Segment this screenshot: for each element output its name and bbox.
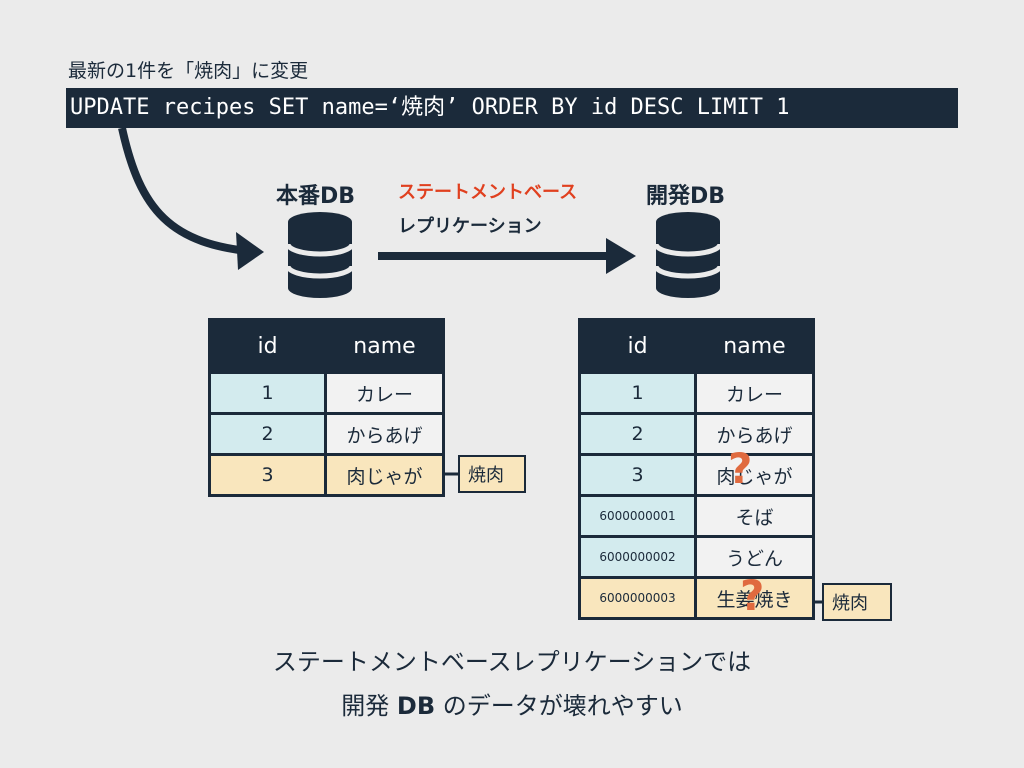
table-row: 1 カレー (578, 371, 815, 415)
table-header-row: id name (578, 318, 815, 374)
id-cell: 6000000002 (578, 535, 697, 579)
column-header: name (694, 318, 815, 374)
dev-table: id name 1 カレー 2 からあげ 3 肉じゃが 6000000001 そ… (578, 318, 815, 620)
table-row: 6000000001 そば (578, 494, 815, 538)
name-cell: からあげ (694, 412, 815, 456)
name-cell: 肉じゃが (324, 453, 445, 497)
bottom-message-line2: 開発 DB のデータが壊れやすい (0, 684, 1024, 728)
replication-label: ステートメントベース レプリケーション (398, 176, 577, 244)
question-mark-icon: ? (728, 444, 753, 493)
name-cell: カレー (694, 371, 815, 415)
question-mark-icon: ? (740, 571, 765, 620)
replication-label-line2: レプリケーション (398, 216, 542, 237)
name-cell: うどん (694, 535, 815, 579)
replication-label-line1: ステートメントベース (398, 182, 578, 203)
prod-update-tag: 焼肉 (458, 455, 526, 493)
table-row-updated: 3 肉じゃが (208, 453, 445, 497)
prod-db-label: 本番DB (276, 184, 356, 209)
id-cell: 1 (208, 371, 327, 415)
name-cell: カレー (324, 371, 445, 415)
table-header-row: id name (208, 318, 445, 374)
id-cell: 6000000003 (578, 576, 697, 620)
bottom-line2-post: のデータが壊れやすい (435, 692, 683, 720)
sql-statement: UPDATE recipes SET name=‘焼肉’ ORDER BY id… (66, 88, 958, 128)
id-cell: 3 (208, 453, 327, 497)
name-cell: そば (694, 494, 815, 538)
column-header: name (324, 318, 445, 374)
id-cell: 1 (578, 371, 697, 415)
table-row: 2 からあげ (578, 412, 815, 456)
column-header: id (578, 318, 697, 374)
table-row: 3 肉じゃが (578, 453, 815, 497)
id-cell: 6000000001 (578, 494, 697, 538)
name-cell: 生姜焼き (694, 576, 815, 620)
id-cell: 3 (578, 453, 697, 497)
bottom-message-line1: ステートメントベースレプリケーションでは (272, 648, 752, 676)
table-row: 1 カレー (208, 371, 445, 415)
curved-arrow (118, 127, 259, 256)
id-cell: 2 (208, 412, 327, 456)
dev-update-tag: 焼肉 (822, 583, 892, 621)
curved-arrow-head (236, 232, 264, 270)
dev-db-label: 開発DB (646, 184, 726, 209)
bottom-line2-db: DB (396, 692, 436, 720)
name-cell: からあげ (324, 412, 445, 456)
id-cell: 2 (578, 412, 697, 456)
database-icon-dev (653, 212, 723, 298)
database-icon-prod (285, 212, 355, 298)
column-header: id (208, 318, 327, 374)
bottom-line2-pre: 開発 (341, 692, 397, 720)
caption-top: 最新の1件を「焼肉」に変更 (68, 60, 309, 82)
table-row-updated: 6000000003 生姜焼き (578, 576, 815, 620)
table-row: 2 からあげ (208, 412, 445, 456)
table-row: 6000000002 うどん (578, 535, 815, 579)
prod-table: id name 1 カレー 2 からあげ 3 肉じゃが (208, 318, 445, 497)
name-cell: 肉じゃが (694, 453, 815, 497)
replication-arrow-head (606, 238, 636, 274)
bottom-message: ステートメントベースレプリケーションでは 開発 DB のデータが壊れやすい (0, 640, 1024, 728)
